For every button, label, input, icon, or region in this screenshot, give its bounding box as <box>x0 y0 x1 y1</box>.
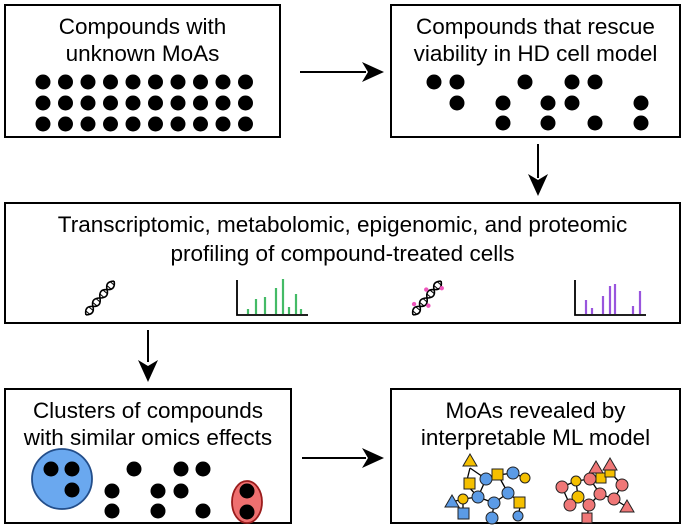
box-clusters-title-line2: with similar omics effects <box>23 425 273 450</box>
compound-dot <box>215 74 231 90</box>
compound-dot <box>193 95 208 111</box>
compound-dot <box>125 95 141 111</box>
dna-icon <box>84 280 116 316</box>
compound-dot <box>148 74 163 90</box>
compound-dot <box>64 482 80 498</box>
compound-dot <box>238 116 253 132</box>
compound-dot <box>150 483 166 499</box>
compound-dot <box>587 115 603 131</box>
arrow-unknown-to-rescue <box>300 62 384 82</box>
box-clusters-title-line1: Clusters of compounds <box>32 398 264 423</box>
compound-dot <box>193 116 208 132</box>
red-network-graph <box>555 457 635 524</box>
box-moas-title-line2: interpretable ML model <box>420 425 651 450</box>
compound-dot <box>80 95 96 111</box>
compound-dot <box>80 116 96 132</box>
compound-dot <box>633 115 649 131</box>
compound-dot <box>495 95 511 111</box>
compound-dot <box>58 74 73 90</box>
arrow-rescue-to-profiling <box>528 144 548 196</box>
rescue-compound-dots <box>426 74 649 131</box>
compound-dot <box>104 483 120 499</box>
compound-dot <box>564 74 580 90</box>
box-profiling-title-line1: Transcriptomic, metabolomic, epigenomic,… <box>57 212 628 237</box>
box-rescue-viability: Compounds that rescue viability in HD ce… <box>390 4 681 138</box>
box-unknown-title-line1: Compounds with <box>58 14 227 39</box>
compound-dot <box>193 74 208 90</box>
box-unknown-title-line2: unknown MoAs <box>65 41 220 66</box>
compound-dot <box>58 95 73 111</box>
arrow-profiling-to-clusters <box>138 330 158 382</box>
compound-dot <box>239 504 255 520</box>
compound-dot <box>58 116 73 132</box>
unclustered-compound-dots <box>104 461 211 519</box>
compound-dot <box>148 95 163 111</box>
compound-dot <box>64 461 80 477</box>
compound-dot <box>587 74 603 90</box>
box-clusters: Clusters of compounds with similar omics… <box>4 388 292 524</box>
compound-dot <box>238 74 253 90</box>
compound-dot <box>35 74 51 90</box>
compound-dot <box>103 95 118 111</box>
compound-dot <box>103 74 118 90</box>
compound-dot <box>104 503 120 519</box>
arrow-clusters-to-moas <box>302 448 384 468</box>
compound-dot <box>125 74 141 90</box>
compound-dot <box>564 95 580 111</box>
compound-dot <box>125 116 141 132</box>
compound-dot <box>35 95 51 111</box>
compound-dot <box>495 115 511 131</box>
proteomic-bar-chart-icon <box>574 280 646 316</box>
compound-dot <box>517 74 533 90</box>
compound-dot <box>540 115 556 131</box>
box-omics-profiling: Transcriptomic, metabolomic, epigenomic,… <box>4 202 681 324</box>
box-unknown-moas: Compounds with unknown MoAs <box>4 4 281 138</box>
transcriptomic-bar-chart-icon <box>236 279 308 316</box>
compound-dot <box>170 116 186 132</box>
compound-dot <box>126 461 142 477</box>
box-moas-title-line1: MoAs revealed by <box>445 398 626 423</box>
compound-dot <box>43 461 59 477</box>
box-profiling-title-line2: profiling of compound-treated cells <box>170 241 515 266</box>
compound-dot <box>195 461 211 477</box>
compound-dot <box>103 116 118 132</box>
compound-dot <box>449 74 465 90</box>
compound-dot <box>170 74 186 90</box>
compound-dot <box>148 116 163 132</box>
compound-dot <box>170 95 186 111</box>
compound-dot <box>150 503 166 519</box>
compound-grid <box>35 74 253 132</box>
box-rescue-title-line2: viability in HD cell model <box>413 41 658 66</box>
compound-dot <box>80 74 96 90</box>
compound-dot <box>35 116 51 132</box>
blue-network-graph <box>444 453 531 525</box>
box-moas-revealed: MoAs revealed by interpretable ML model <box>390 388 681 524</box>
compound-dot <box>215 95 231 111</box>
red-cluster <box>231 480 263 524</box>
methylated-dna-icon <box>411 280 444 316</box>
compound-dot <box>426 74 442 90</box>
compound-dot <box>173 461 189 477</box>
compound-dot <box>633 95 649 111</box>
box-rescue-title-line1: Compounds that rescue <box>416 14 655 39</box>
compound-dot <box>449 95 465 111</box>
compound-dot <box>215 116 231 132</box>
compound-dot <box>195 503 211 519</box>
compound-dot <box>238 95 253 111</box>
compound-dot <box>540 95 556 111</box>
compound-dot <box>173 483 189 499</box>
blue-cluster <box>31 448 93 510</box>
compound-dot <box>239 483 255 499</box>
